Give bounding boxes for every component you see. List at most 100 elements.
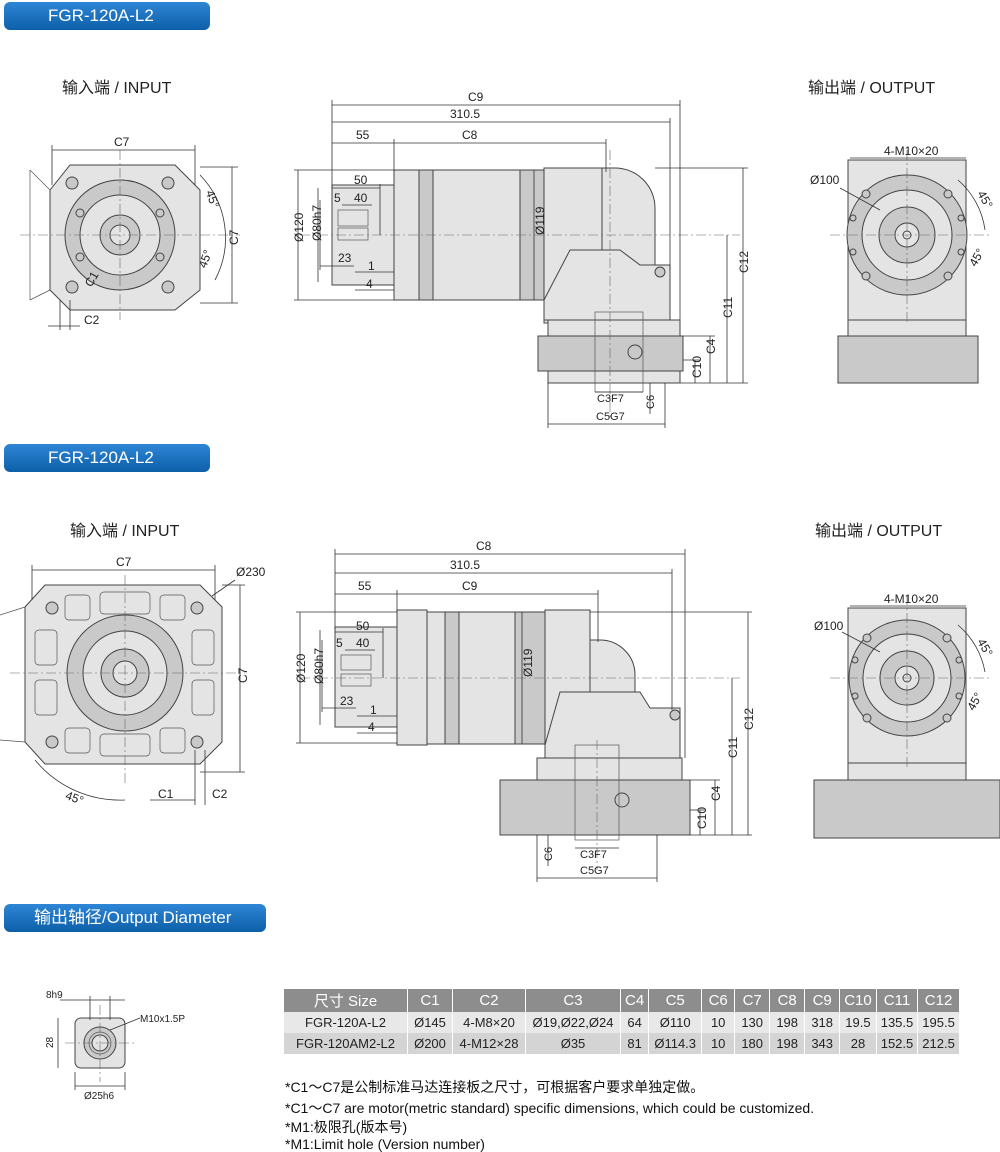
table-header: C5 xyxy=(648,989,703,1012)
s2-c7-top: C7 xyxy=(116,555,132,569)
s1-out-angle1: 45° xyxy=(974,188,995,211)
section-title-3: 输出轴径/Output Diameter xyxy=(4,904,266,932)
s2-c9: C9 xyxy=(462,579,478,593)
table-cell: Ø110 xyxy=(648,1012,703,1033)
table-header: C2 xyxy=(452,989,526,1012)
section-title-2: FGR-120A-L2 xyxy=(4,444,210,472)
table-cell: 212.5 xyxy=(917,1033,960,1054)
table-header: C11 xyxy=(876,989,919,1012)
s2-c12: C12 xyxy=(742,708,756,730)
shaft-thread: M10x1.5P xyxy=(140,1014,185,1025)
input-view-1: C7 C7 45° 45° C1 C2 xyxy=(20,135,241,330)
table-cell: 152.5 xyxy=(876,1033,919,1054)
section-title-1: FGR-120A-L2 xyxy=(4,2,210,30)
s2-c3: C3F7 xyxy=(580,849,607,861)
s2-len: 310.5 xyxy=(450,558,480,572)
table-cell: 4-M8×20 xyxy=(452,1012,526,1033)
s1-len: 310.5 xyxy=(450,107,480,121)
table-header: C8 xyxy=(769,989,806,1012)
table-cell: 130 xyxy=(734,1012,771,1033)
s1-c6: C6 xyxy=(645,395,657,409)
table-header: C10 xyxy=(839,989,877,1012)
note-3: *M1:极限孔(版本号) xyxy=(285,1119,408,1135)
s1-d5: 5 xyxy=(334,191,341,205)
table-cell: FGR-120A-L2 xyxy=(284,1012,408,1033)
table-cell: 198 xyxy=(769,1033,806,1054)
s2-dia120: Ø120 xyxy=(294,653,308,683)
s1-d40: 40 xyxy=(354,191,368,205)
s1-c7-side: C7 xyxy=(227,229,241,245)
table-cell: 10 xyxy=(701,1012,736,1033)
s2-d23: 23 xyxy=(340,694,354,708)
table-cell: FGR-120AM2-L2 xyxy=(284,1033,408,1054)
table-cell: 198 xyxy=(769,1012,806,1033)
table-cell: 10 xyxy=(701,1033,736,1054)
s1-c10: C10 xyxy=(690,356,704,378)
s1-out-bolts: 4-M10×20 xyxy=(884,144,939,158)
table-row: FGR-120A-L2 Ø145 4-M8×20 Ø19,Ø22,Ø24 64 … xyxy=(284,1012,960,1033)
s2-c6: C6 xyxy=(543,847,555,861)
s2-c7-side: C7 xyxy=(236,667,250,683)
s2-out-angle1: 45° xyxy=(974,636,995,659)
table-cell: 4-M12×28 xyxy=(452,1033,526,1054)
shaft-height: 28 xyxy=(45,1036,56,1048)
s1-dia119: Ø119 xyxy=(533,206,547,235)
s2-angle: 45° xyxy=(64,788,86,807)
s1-c3: C3F7 xyxy=(597,393,624,405)
s1-out-dia100: Ø100 xyxy=(810,173,840,187)
table-cell: 81 xyxy=(620,1033,650,1054)
input-label-2: 输入端 / INPUT xyxy=(70,523,180,540)
s1-c11: C11 xyxy=(721,297,735,318)
table-cell: Ø35 xyxy=(525,1033,621,1054)
s2-d5: 5 xyxy=(336,636,343,650)
side-view-1: C9 310.5 55 C8 50 40 5 23 1 4 Ø120 Ø80h7… xyxy=(292,90,751,428)
table-cell: 19.5 xyxy=(839,1012,877,1033)
s2-c11: C11 xyxy=(726,737,740,758)
input-view-2: C7 C7 Ø230 45° C1 C2 xyxy=(0,555,266,808)
s1-c5: C5G7 xyxy=(596,411,625,423)
table-cell: Ø19,Ø22,Ø24 xyxy=(525,1012,621,1033)
s2-c8: C8 xyxy=(476,539,492,553)
s2-c1: C1 xyxy=(158,787,174,801)
table-header: C12 xyxy=(917,989,960,1012)
table-cell: 135.5 xyxy=(876,1012,919,1033)
s1-d50: 50 xyxy=(354,173,368,187)
table-header: 尺寸 Size xyxy=(284,989,408,1012)
s2-d50: 50 xyxy=(356,619,370,633)
shaft-view: 8h9 M10x1.5P 28 Ø25h6 xyxy=(45,990,185,1102)
s1-dia120: Ø120 xyxy=(292,212,306,242)
note-1: *C1～C7是公制标准马达连接板之尺寸，可根据客户要求单独定做。 xyxy=(285,1079,705,1095)
table-cell: Ø145 xyxy=(407,1012,453,1033)
s2-c4: C4 xyxy=(709,785,723,801)
table-header: C3 xyxy=(525,989,621,1012)
s2-out-bolts: 4-M10×20 xyxy=(884,592,939,606)
input-label-1: 输入端 / INPUT xyxy=(62,80,172,97)
table-header: C9 xyxy=(804,989,841,1012)
s1-c1: C1 xyxy=(82,269,102,290)
s1-c8: C8 xyxy=(462,128,478,142)
s2-d40: 40 xyxy=(356,636,370,650)
table-header: C7 xyxy=(734,989,771,1012)
table-header: C6 xyxy=(701,989,736,1012)
table-cell: 28 xyxy=(839,1033,877,1054)
s1-out-angle2: 45° xyxy=(966,246,987,269)
s2-dia230: Ø230 xyxy=(236,565,266,579)
s2-d55: 55 xyxy=(358,579,372,593)
s1-d55: 55 xyxy=(356,128,370,142)
table-cell: 195.5 xyxy=(917,1012,960,1033)
s1-c7-top: C7 xyxy=(114,135,130,149)
s2-dia119: Ø119 xyxy=(521,648,535,677)
s2-c2: C2 xyxy=(212,787,228,801)
table-header: C1 xyxy=(407,989,453,1012)
table-cell: 180 xyxy=(734,1033,771,1054)
note-4: *M1:Limit hole (Version number) xyxy=(285,1136,485,1152)
note-2: *C1～C7 are motor(metric standard) specif… xyxy=(285,1100,815,1116)
side-view-2: C8 310.5 55 C9 50 40 5 23 1 4 Ø120 Ø80h7… xyxy=(294,539,756,882)
output-label-1: 输出端 / OUTPUT xyxy=(808,80,936,97)
shaft-dia: Ø25h6 xyxy=(84,1091,114,1102)
s2-d4: 4 xyxy=(368,720,375,734)
table-cell: 64 xyxy=(620,1012,650,1033)
table-header-row: 尺寸 Size C1 C2 C3 C4 C5 C6 C7 C8 C9 C10 C… xyxy=(284,989,960,1012)
s2-out-dia100: Ø100 xyxy=(814,619,844,633)
